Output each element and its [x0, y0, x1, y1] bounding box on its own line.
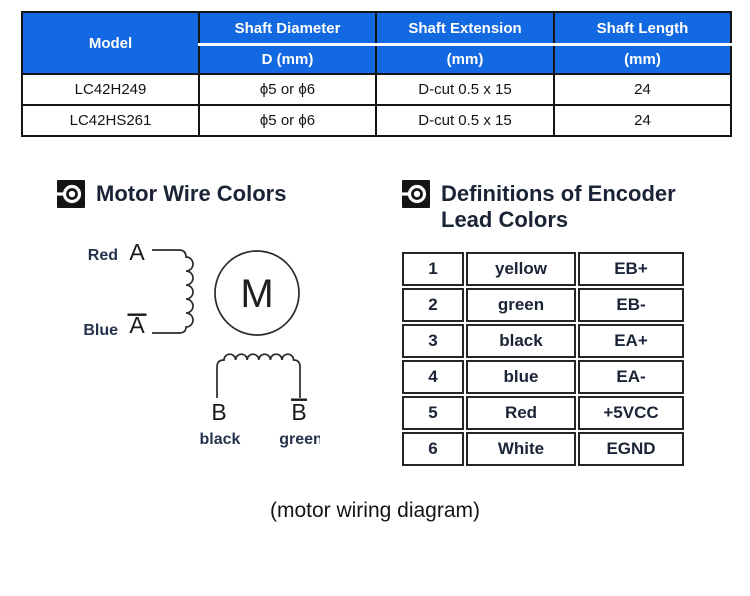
- encoder-row-6: 6 White EGND: [402, 432, 684, 466]
- motor-wiring-diagram: Red A Blue A M B B black green: [83, 239, 320, 448]
- motor-circle: [214, 250, 300, 336]
- lead-color: green: [466, 288, 576, 322]
- spec-cell-model: LC42HS261: [21, 104, 200, 137]
- spec-cell-length: 24: [553, 73, 732, 106]
- spec-row-lc42h249: LC42H249 ϕ5 or ϕ6 D-cut 0.5 x 15 24: [21, 73, 732, 106]
- spec-header-shaft-diameter: Shaft Diameter: [198, 11, 377, 46]
- encoder-row-4: 4 blue EA-: [402, 360, 684, 394]
- signal-name: EA+: [578, 324, 684, 358]
- phase-b-coil: [216, 353, 301, 398]
- lead-color: black: [466, 324, 576, 358]
- wire-color-black-label: black: [200, 431, 241, 448]
- spec-cell-diameter: ϕ5 or ϕ6: [198, 73, 377, 106]
- spec-header-shaft-extension: Shaft Extension: [375, 11, 555, 46]
- encoder-row-3: 3 black EA+: [402, 324, 684, 358]
- wire-color-blue-label: Blue: [83, 322, 118, 339]
- spec-header-shaft-length: Shaft Length: [553, 11, 732, 46]
- encoder-title-line1: Definitions of Encoder: [441, 181, 676, 206]
- pin-number: 4: [402, 360, 464, 394]
- motor-wire-colors-heading: Motor Wire Colors: [57, 180, 286, 208]
- signal-name: +5VCC: [578, 396, 684, 430]
- rotation-icon: [57, 180, 85, 208]
- spec-unit-diameter: D (mm): [198, 43, 377, 75]
- spec-unit-extension: (mm): [375, 43, 555, 75]
- signal-name: EA-: [578, 360, 684, 394]
- signal-name: EGND: [578, 432, 684, 466]
- pin-number: 5: [402, 396, 464, 430]
- pin-number: 1: [402, 252, 464, 286]
- spec-cell-extension: D-cut 0.5 x 15: [375, 73, 555, 106]
- encoder-row-2: 2 green EB-: [402, 288, 684, 322]
- signal-name: EB+: [578, 252, 684, 286]
- terminal-b-label: B: [211, 399, 226, 425]
- shaft-spec-table: Model Shaft Diameter Shaft Extension Sha…: [21, 11, 732, 137]
- wire-color-red-label: Red: [88, 247, 118, 264]
- lead-color: yellow: [466, 252, 576, 286]
- pin-number: 6: [402, 432, 464, 466]
- spec-cell-length: 24: [553, 104, 732, 137]
- b-bar-overline: [291, 398, 307, 401]
- spec-row-lc42hs261: LC42HS261 ϕ5 or ϕ6 D-cut 0.5 x 15 24: [21, 104, 732, 137]
- pin-number: 3: [402, 324, 464, 358]
- motor-symbol: M: [240, 272, 273, 316]
- signal-name: EB-: [578, 288, 684, 322]
- encoder-title-line2: Lead Colors: [441, 207, 569, 232]
- encoder-lead-table: 1 yellow EB+ 2 green EB- 3 black EA+ 4 b…: [400, 250, 686, 468]
- encoder-lead-colors-title: Definitions of Encoder Lead Colors: [441, 180, 676, 233]
- encoder-row-5: 5 Red +5VCC: [402, 396, 684, 430]
- lead-color: White: [466, 432, 576, 466]
- lead-color: blue: [466, 360, 576, 394]
- phase-a-coil: [152, 249, 194, 334]
- motor-wire-colors-title: Motor Wire Colors: [96, 181, 287, 206]
- encoder-lead-colors-heading: Definitions of Encoder Lead Colors: [402, 180, 676, 233]
- encoder-row-1: 1 yellow EB+: [402, 252, 684, 286]
- spec-header-model: Model: [21, 11, 200, 75]
- terminal-b-bar-label: B: [291, 399, 306, 425]
- a-bar-overline: [127, 313, 147, 316]
- terminal-a-bar-label: A: [129, 312, 145, 338]
- terminal-a-label: A: [129, 239, 145, 265]
- pin-number: 2: [402, 288, 464, 322]
- spec-header-row-titles: Model Shaft Diameter Shaft Extension Sha…: [21, 11, 732, 75]
- spec-cell-diameter: ϕ5 or ϕ6: [198, 104, 377, 137]
- wire-color-green-label: green: [279, 431, 320, 448]
- lead-color: Red: [466, 396, 576, 430]
- spec-cell-extension: D-cut 0.5 x 15: [375, 104, 555, 137]
- diagram-caption: (motor wiring diagram): [269, 499, 481, 522]
- rotation-icon: [402, 180, 430, 208]
- spec-unit-length: (mm): [553, 43, 732, 75]
- spec-cell-model: LC42H249: [21, 73, 200, 106]
